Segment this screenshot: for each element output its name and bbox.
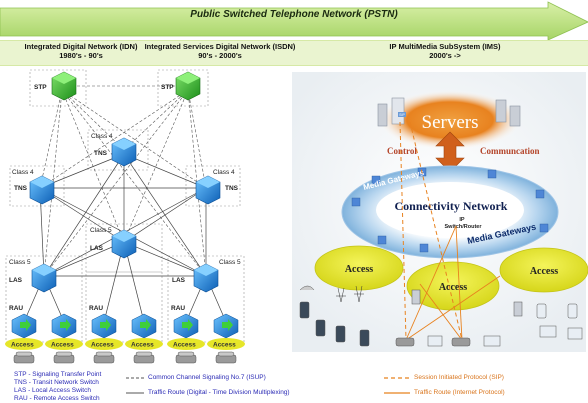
legend-stp: STP - Signaling Transfer Point — [14, 371, 102, 378]
las-node-left: Class 5 LAS — [9, 259, 57, 293]
tns-top-label: TNS — [94, 150, 108, 157]
ims-devices — [299, 285, 583, 347]
ip-label: IP — [459, 217, 465, 223]
class5-right-label: Class 5 — [219, 259, 241, 266]
rau-center-label: RAU — [89, 305, 103, 312]
class5-center-label: Class 5 — [90, 227, 112, 234]
stp-right-label: STP — [161, 84, 174, 91]
era-band — [0, 40, 588, 66]
las-center-label: LAS — [90, 245, 104, 252]
legend-ccs: Common Channel Signaling No.7 (ISUP) — [148, 374, 266, 381]
legend-las: LAS - Local Access Switch — [14, 387, 91, 394]
legend-samples — [126, 377, 410, 394]
stp-node-right: STP — [161, 71, 201, 101]
era-isdn-name: Integrated Services Digital Network (ISD… — [144, 42, 296, 51]
class5-left-label: Class 5 — [9, 259, 31, 266]
legend-abbrev: STP - Signaling Transfer Point TNS - Tra… — [14, 371, 101, 403]
ims-access-3-label: Access — [530, 266, 558, 277]
control-label: Control — [387, 146, 417, 156]
tns-node-top: Class 4 TNS — [91, 133, 137, 167]
telephone-icons — [13, 351, 237, 364]
server-icons — [377, 97, 521, 127]
access-oval-1-label: Access — [11, 342, 34, 349]
sip-lines — [399, 121, 463, 341]
pstn-timeline-arrow — [0, 1, 588, 40]
class4-top-label: Class 4 — [91, 133, 113, 140]
access-oval-3-label: Access — [91, 342, 114, 349]
servers-label: Servers — [422, 112, 479, 133]
legacy-network: STP STP Class 4 TNS Class 4 TNS Class 4 … — [5, 69, 245, 364]
tns-node-right: Class 4 TNS — [195, 169, 239, 205]
legend-traffic-tdm: Traffic Route (Digital - Time Division M… — [148, 389, 290, 396]
class4-right-label: Class 4 — [213, 169, 235, 176]
connectivity-network-label: Connectivity Network — [395, 199, 508, 213]
rau-left-label: RAU — [9, 305, 23, 312]
era-ims-name: IP MultiMedia SubSystem (IMS) — [389, 42, 501, 51]
stp-node-left: STP — [34, 71, 77, 101]
legend-rau: RAU - Remote Access Switch — [14, 395, 100, 402]
era-idn-years: 1980's - 90's — [59, 51, 103, 60]
stp-left-label: STP — [34, 84, 47, 91]
access-oval-6-label: Access — [213, 342, 236, 349]
access-oval-5-label: Access — [173, 342, 196, 349]
sip-badge — [398, 112, 406, 117]
tns-node-left: Class 4 TNS — [12, 169, 55, 205]
class4-left-label: Class 4 — [12, 169, 34, 176]
legacy-access-ovals: Access Access Access Access Access Acces… — [5, 338, 245, 350]
las-right-label: LAS — [172, 277, 186, 284]
connectivity-core — [376, 182, 524, 238]
ims-access-1-label: Access — [345, 264, 373, 275]
era-ims: IP MultiMedia SubSystem (IMS) 2000's -> — [370, 42, 520, 60]
servers-cloud — [378, 90, 522, 150]
tns-right-label: TNS — [225, 185, 239, 192]
tns-left-label: TNS — [14, 185, 28, 192]
sip-badge-label: SIP — [399, 113, 405, 117]
access-oval-4-label: Access — [131, 342, 154, 349]
rau-switches — [11, 313, 239, 339]
pstn-title: Public Switched Telephone Network (PSTN) — [190, 9, 398, 20]
era-idn: Integrated Digital Network (IDN) 1980's … — [6, 42, 156, 60]
legend-traffic-ip: Traffic Route (Internet Protocol) — [414, 389, 505, 396]
legend-tns: TNS - Transit Network Switch — [14, 379, 99, 386]
las-node-center: Class 5 LAS — [90, 227, 137, 259]
era-isdn: Integrated Services Digital Network (ISD… — [140, 42, 300, 60]
era-ims-years: 2000's -> — [429, 51, 461, 60]
las-left-label: LAS — [9, 277, 23, 284]
ims-access-2-label: Access — [439, 282, 467, 293]
communication-label: Communcation — [480, 146, 540, 156]
ip-traffic-lines — [405, 225, 501, 341]
switch-router-label: Switch/Router — [445, 224, 483, 230]
ims-network: Servers SIP Control Communcation Media G… — [292, 72, 588, 352]
access-oval-2-label: Access — [51, 342, 74, 349]
rau-right-label: RAU — [171, 305, 185, 312]
legend-sip: Session Initiated Protocol (SIP) — [414, 374, 504, 381]
las-node-right: Class 5 LAS — [172, 259, 241, 293]
era-idn-name: Integrated Digital Network (IDN) — [24, 42, 138, 51]
era-isdn-years: 90's - 2000's — [198, 51, 242, 60]
